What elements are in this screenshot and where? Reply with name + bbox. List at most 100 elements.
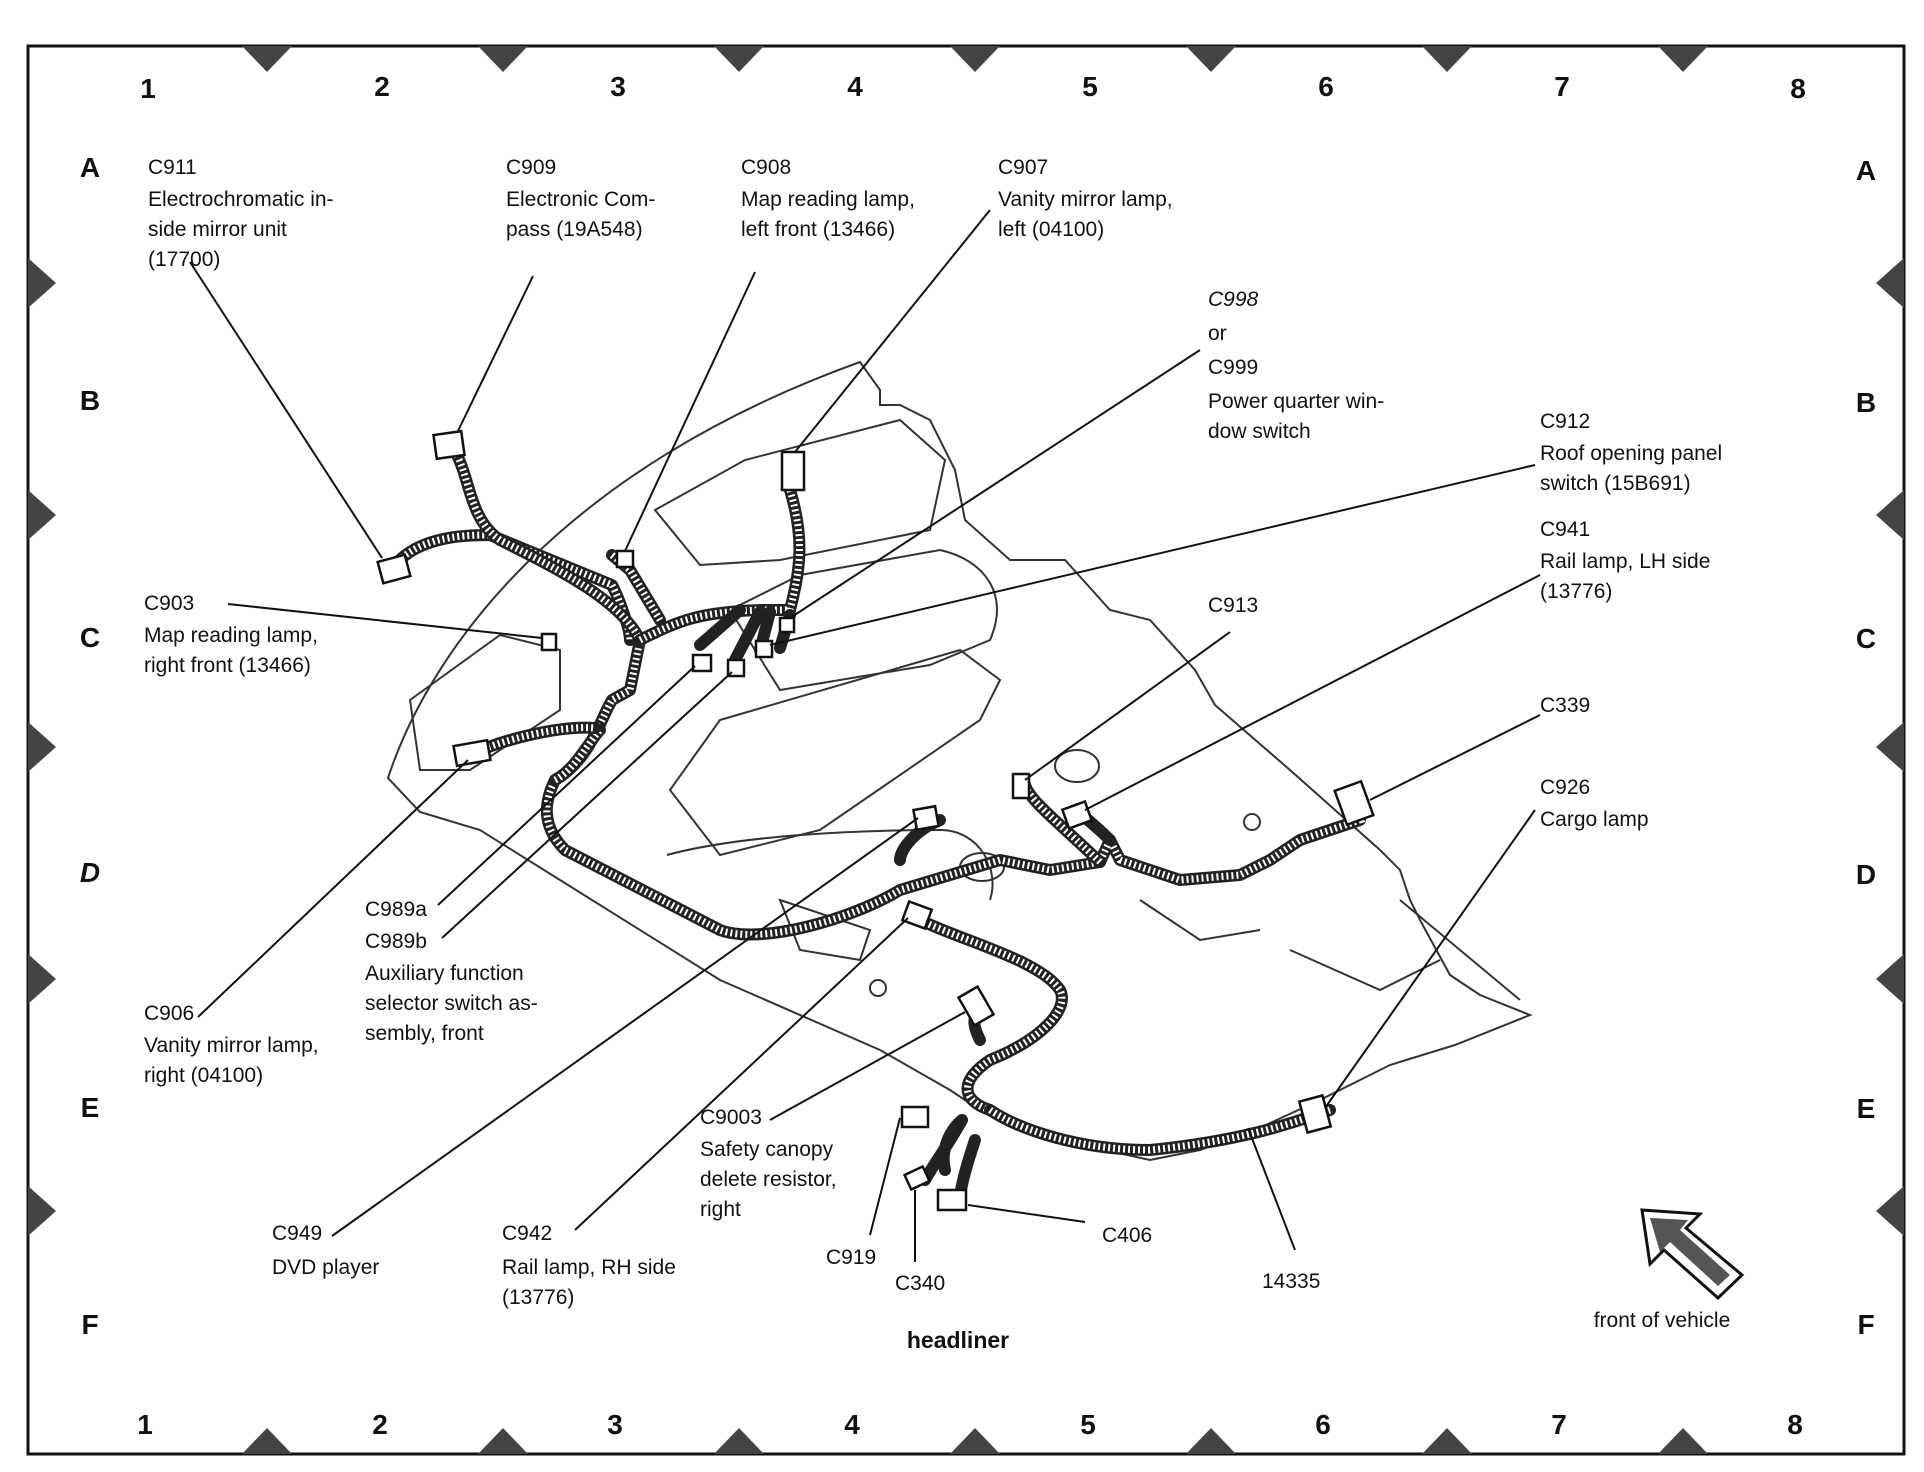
callout-text: Rail lamp, RH side	[502, 1256, 676, 1279]
callout-id: C340	[895, 1272, 945, 1295]
col-label: 5	[1082, 71, 1098, 102]
row-label: F	[1857, 1309, 1874, 1340]
connector-c340	[902, 1164, 932, 1192]
front-arrow-icon	[1640, 1208, 1745, 1301]
callout-text: Power quarter win-	[1208, 390, 1384, 413]
row-label: F	[81, 1309, 98, 1340]
col-label: 1	[140, 73, 156, 104]
callout-text: selector switch as-	[365, 992, 538, 1015]
zone-markers	[28, 46, 1904, 1454]
callout-text: DVD player	[272, 1256, 379, 1279]
row-label: A	[1856, 155, 1876, 186]
col-label: 6	[1315, 1409, 1331, 1440]
connector-c911	[376, 553, 412, 585]
connector-c909	[432, 429, 466, 461]
callout-id: C989b	[365, 930, 427, 953]
connector-c9003	[956, 984, 996, 1028]
callout-text: left (04100)	[998, 218, 1104, 241]
callout-text: switch (15B691)	[1540, 472, 1691, 495]
connector-c941	[1060, 799, 1094, 831]
col-label: 3	[607, 1409, 623, 1440]
callout-text: Roof opening panel	[1540, 442, 1722, 465]
callout-id: C911	[148, 156, 197, 179]
callout-id: C989a	[365, 898, 427, 921]
connector-c908	[615, 549, 635, 569]
connector-c406	[936, 1188, 968, 1212]
connector-c907	[780, 450, 806, 492]
col-label: 8	[1790, 73, 1806, 104]
callout-text: Map reading lamp,	[741, 188, 915, 211]
col-label: 6	[1318, 71, 1334, 102]
connector-c913	[1011, 772, 1031, 800]
callout-c989: C989a C989b Auxiliary function selector …	[365, 898, 538, 1045]
callout-c912: C912 Roof opening panel switch (15B691)	[1540, 410, 1722, 495]
callout-id: C949	[272, 1222, 322, 1245]
row-label: B	[1856, 387, 1876, 418]
callout-id: C907	[998, 156, 1048, 179]
callout-c911: C911 Electrochromatic in- side mirror un…	[148, 156, 334, 271]
connector-c926	[1297, 1093, 1333, 1135]
row-label: A	[80, 152, 100, 183]
callout-c340: C340	[895, 1272, 945, 1295]
callout-text: Map reading lamp,	[144, 624, 318, 647]
col-label: 4	[844, 1409, 860, 1440]
wire-harness-14335	[389, 449, 1366, 1206]
callout-c903: C903 Map reading lamp, right front (1346…	[144, 592, 318, 677]
connector-c989a	[691, 653, 713, 673]
diagram-title: headliner	[907, 1327, 1009, 1353]
callout-text: right front (13466)	[144, 654, 311, 677]
callout-text: (17700)	[148, 248, 220, 271]
callout-c919: C919	[826, 1246, 876, 1269]
leader-lines	[189, 209, 1541, 1262]
callout-text: right	[700, 1198, 741, 1221]
callout-text: right (04100)	[144, 1064, 263, 1087]
callout-id: C406	[1102, 1224, 1152, 1247]
callout-text: pass (19A548)	[506, 218, 643, 241]
callout-14335: 14335	[1262, 1270, 1320, 1293]
callout-text: or	[1208, 322, 1227, 345]
callout-id: C999	[1208, 356, 1258, 379]
callout-text: delete resistor,	[700, 1168, 837, 1191]
grid-columns-top: 1 2 3 4 5 6 7 8	[140, 71, 1806, 104]
callout-c339: C339	[1540, 694, 1590, 717]
callout-id: C903	[144, 592, 194, 615]
callout-id: C909	[506, 156, 556, 179]
row-label: C	[1856, 623, 1876, 654]
callout-text: Vanity mirror lamp,	[998, 188, 1173, 211]
callout-id: 14335	[1262, 1270, 1320, 1293]
connector-c339	[1333, 779, 1375, 827]
callout-text: sembly, front	[365, 1022, 484, 1045]
callout-c926: C926 Cargo lamp	[1540, 776, 1649, 831]
callout-c913: C913	[1208, 594, 1258, 617]
connector-c942	[900, 899, 934, 931]
connector-c912	[754, 639, 774, 659]
col-label: 5	[1080, 1409, 1096, 1440]
callout-text: Auxiliary function	[365, 962, 524, 985]
callout-c949: C949 DVD player	[272, 1222, 379, 1279]
callout-id: C919	[826, 1246, 876, 1269]
connector-c906	[452, 738, 492, 768]
callout-text: Vanity mirror lamp,	[144, 1034, 319, 1057]
callout-id: C906	[144, 1002, 194, 1025]
callout-c906: C906 Vanity mirror lamp, right (04100)	[144, 1002, 319, 1087]
callout-text: (13776)	[1540, 580, 1612, 603]
callout-text: Rail lamp, LH side	[1540, 550, 1710, 573]
connector-c903	[540, 632, 558, 652]
callout-c909: C909 Electronic Com- pass (19A548)	[506, 156, 655, 241]
row-label: C	[80, 622, 100, 653]
row-label: D	[80, 857, 100, 888]
callout-c406: C406	[1102, 1224, 1152, 1247]
callout-text: Electrochromatic in-	[148, 188, 334, 211]
callout-text: dow switch	[1208, 420, 1311, 443]
row-label: E	[1857, 1093, 1876, 1124]
col-label: 8	[1787, 1409, 1803, 1440]
callout-c907: C907 Vanity mirror lamp, left (04100)	[998, 156, 1173, 241]
connectors	[376, 429, 1375, 1212]
callout-text: Electronic Com-	[506, 188, 655, 211]
callout-text: left front (13466)	[741, 218, 895, 241]
col-label: 7	[1551, 1409, 1567, 1440]
callout-id: C339	[1540, 694, 1590, 717]
row-label: B	[80, 385, 100, 416]
callout-c9003: C9003 Safety canopy delete resistor, rig…	[700, 1106, 837, 1221]
